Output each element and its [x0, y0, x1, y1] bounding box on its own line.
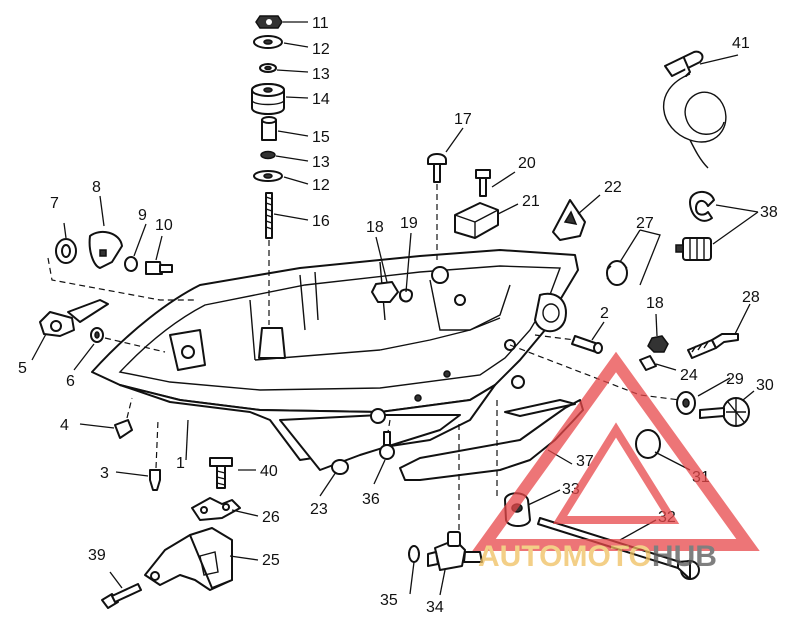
part-2-pin: [571, 335, 603, 354]
callout-40: 40: [260, 463, 278, 480]
part-34-fitting: [427, 531, 483, 571]
part-18-nut-left: [371, 281, 399, 303]
callout-6: 6: [66, 373, 75, 390]
callout-1: 1: [176, 455, 185, 472]
part-26-clamp: [191, 497, 241, 521]
callout-12a: 12: [312, 41, 330, 58]
part-17-screw: [427, 153, 447, 262]
callout-28: 28: [742, 289, 760, 306]
part-41-cable: [662, 50, 727, 169]
callout-24: 24: [680, 367, 698, 384]
part-5-arm: [39, 299, 109, 337]
part-36-pin: [379, 431, 395, 460]
watermark-text-automoto: AUTOMOTOHUB: [478, 540, 717, 573]
leader-lines: [31, 21, 759, 596]
callout-30: 30: [756, 377, 774, 394]
part-19-washer: [399, 288, 413, 303]
callout-2: 2: [600, 305, 609, 322]
part-40-bolt: [209, 457, 233, 489]
part-23-plug: [331, 459, 349, 475]
part-31-plug: [635, 429, 661, 459]
part-18-nut-right: [647, 335, 669, 353]
callout-23: 23: [310, 501, 328, 518]
watermark: AUTOMOTOHUB: [472, 351, 760, 573]
callout-10: 10: [155, 217, 173, 234]
callout-5: 5: [18, 360, 27, 377]
callout-34: 34: [426, 599, 444, 616]
watermark-inner-triangle-icon: [552, 422, 680, 524]
callout-16: 16: [312, 213, 330, 230]
part-25-bracket: [144, 527, 233, 591]
part-35-washer: [408, 545, 420, 563]
callout-13a: 13: [312, 66, 330, 83]
callout-3: 3: [100, 465, 109, 482]
callout-18b: 18: [646, 295, 664, 312]
part-20-bolt: [475, 169, 491, 197]
callout-15: 15: [312, 129, 330, 146]
callout-4: 4: [60, 417, 69, 434]
callout-13b: 13: [312, 154, 330, 171]
part-39-screw: [101, 583, 142, 609]
callout-12b: 12: [312, 177, 330, 194]
part-4-clip: [114, 419, 133, 439]
callout-38: 38: [760, 204, 778, 221]
left-hardware: [47, 230, 195, 301]
callout-labels: 1 2 3 4 5 6 7 8 9 10 11 12 13 14 15 13 1…: [18, 15, 778, 616]
callout-11: 11: [312, 15, 329, 32]
callout-36: 36: [362, 491, 380, 508]
watermark-triangle-icon: [472, 351, 760, 551]
callout-21: 21: [522, 193, 540, 210]
part-38-assembly: [675, 191, 715, 261]
callout-7: 7: [50, 195, 59, 212]
callout-9: 9: [138, 207, 147, 224]
callout-14: 14: [312, 91, 330, 108]
callout-22: 22: [604, 179, 622, 196]
part-24-pin: [639, 355, 657, 371]
part-28-lever: [687, 333, 739, 359]
callout-19: 19: [400, 215, 418, 232]
part-3-screw: [149, 469, 161, 491]
lower-cowl-pan: [91, 249, 579, 471]
part-30-knob: [699, 397, 750, 427]
callout-17: 17: [454, 111, 472, 128]
callout-25: 25: [262, 552, 280, 569]
callout-20: 20: [518, 155, 536, 172]
callout-35: 35: [380, 592, 398, 609]
callout-27: 27: [636, 215, 654, 232]
callout-41: 41: [732, 35, 750, 52]
callout-18a: 18: [366, 219, 384, 236]
callout-8: 8: [92, 179, 101, 196]
callout-29: 29: [726, 371, 744, 388]
mount-stack: [251, 15, 285, 325]
callout-26: 26: [262, 509, 280, 526]
part-27-grommets: [606, 260, 628, 286]
callout-39: 39: [88, 547, 106, 564]
